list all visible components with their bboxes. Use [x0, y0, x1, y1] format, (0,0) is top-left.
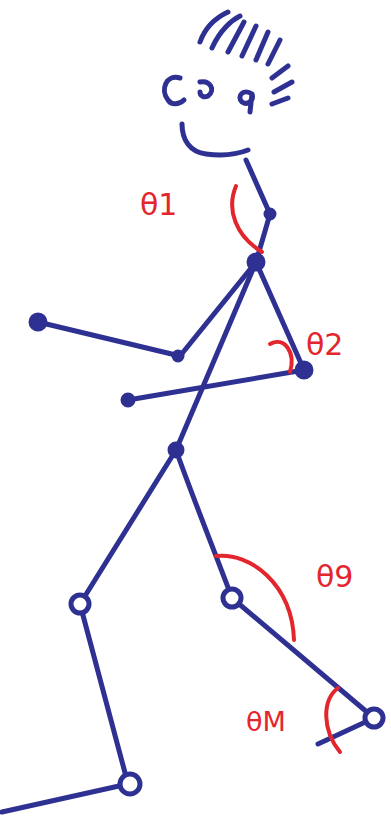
angle-label: θ1 — [140, 190, 177, 220]
angle-label: θ9 — [316, 562, 353, 592]
angle-label: θM — [246, 708, 286, 735]
angle-label: θ2 — [306, 330, 343, 360]
